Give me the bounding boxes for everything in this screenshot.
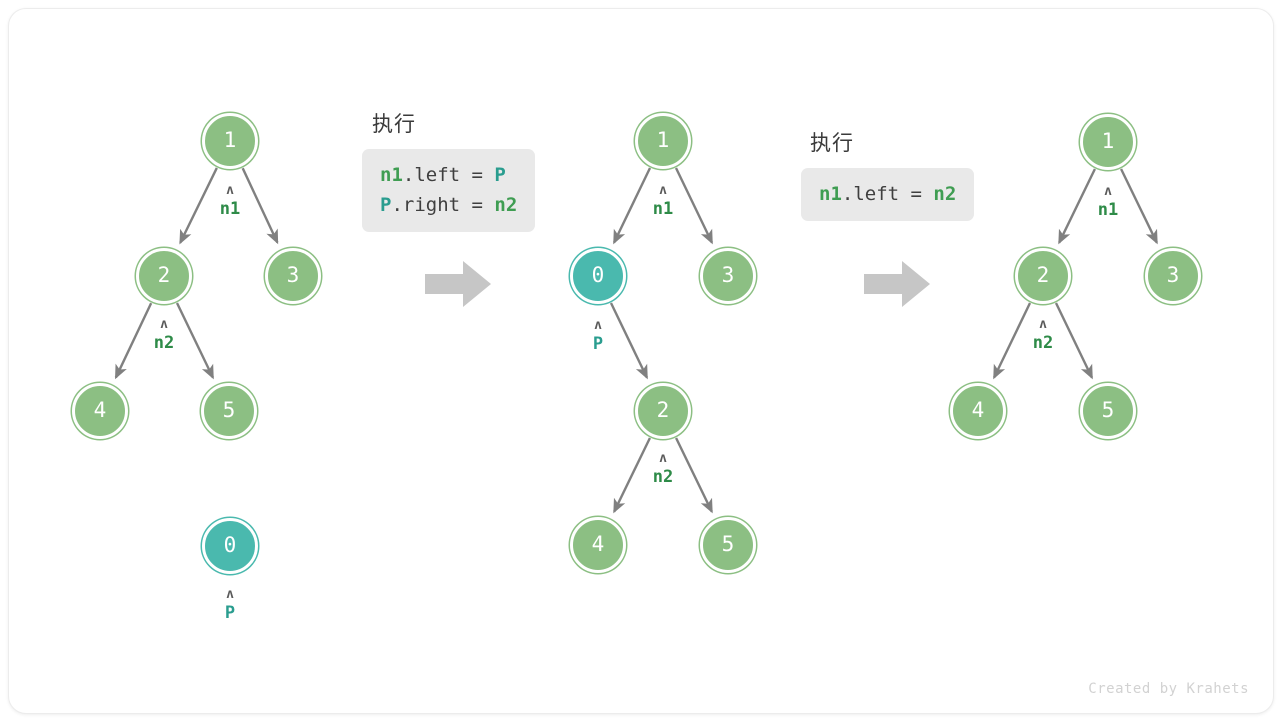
code-token: n1 [819,183,842,205]
caret-icon: ʌ [226,587,234,602]
transition-arrow-1 [425,261,491,307]
pointer-name: n2 [153,333,175,353]
code-line: P.right = n2 [380,190,517,220]
code-line: n1.left = P [380,160,517,190]
tree-node: 5 [1080,383,1136,439]
watermark: Created by Krahets [1088,681,1249,697]
tree-node: 4 [950,383,1006,439]
tree-node: 3 [265,248,321,304]
tree-node-value: 5 [1101,397,1115,422]
tree-node-value: 4 [93,397,107,422]
tree-node-value: 4 [971,397,985,422]
tree-node: 4 [72,383,128,439]
tree-node: 2 [1015,248,1071,304]
code-token: .left = [841,183,934,205]
tree-node-value: 2 [656,397,670,422]
tree-node-value: 0 [591,262,605,287]
tree-node-value: 4 [591,531,605,556]
pointer-name: n2 [1032,333,1054,353]
tree-node: 5 [201,383,257,439]
code-token: .right = [391,194,495,216]
tree-edges-layer [114,167,1158,514]
pointer-name: P [224,603,236,623]
tree-node: 5 [700,517,756,573]
code-line: n1.left = n2 [819,179,956,209]
tree-node-value: 3 [1166,262,1180,287]
tree-node: 1 [635,113,691,169]
tree-node-value: 1 [656,127,670,152]
pointer-name: n1 [1097,200,1119,220]
tree-node: 2 [635,383,691,439]
step3-title: 执行 [810,131,854,155]
pointer-name: P [592,334,604,354]
caret-icon: ʌ [659,183,667,198]
code-token: n2 [494,194,518,216]
caret-icon: ʌ [226,183,234,198]
tree-node: 0 [570,248,626,304]
tree-node-value: 2 [157,262,171,287]
caret-icon: ʌ [594,318,602,333]
tree-node-value: 3 [721,262,735,287]
pointer-name: n2 [652,467,674,487]
code-token: P [494,164,506,186]
code-token: P [380,194,392,216]
code-token: .left = [402,164,495,186]
caret-icon: ʌ [659,451,667,466]
tree-node-value: 1 [223,127,237,152]
caret-icon: ʌ [1039,317,1047,332]
tree-node-value: 5 [721,531,735,556]
pointer-name: n1 [219,199,241,219]
tree-node-value: 5 [222,397,236,422]
caret-icon: ʌ [160,317,168,332]
tree-node-value: 3 [286,262,300,287]
transition-arrow-2 [864,261,930,307]
tree-node: 1 [202,113,258,169]
code-token: n2 [933,183,957,205]
tree-node: 2 [136,248,192,304]
pointer-name: n1 [652,199,674,219]
tree-node: 4 [570,517,626,573]
tree-node-value: 2 [1036,262,1050,287]
tree-node-value: 1 [1101,128,1115,153]
step2-title: 执行 [372,112,416,136]
caret-icon: ʌ [1104,184,1112,199]
tree-node: 3 [1145,248,1201,304]
tree-node: 1 [1080,114,1136,170]
tree-node: 0 [202,518,258,574]
tree-node-value: 0 [223,532,237,557]
code-token: n1 [380,164,403,186]
tree-node: 3 [700,248,756,304]
step3-code-block: n1.left = n2 [801,168,975,221]
